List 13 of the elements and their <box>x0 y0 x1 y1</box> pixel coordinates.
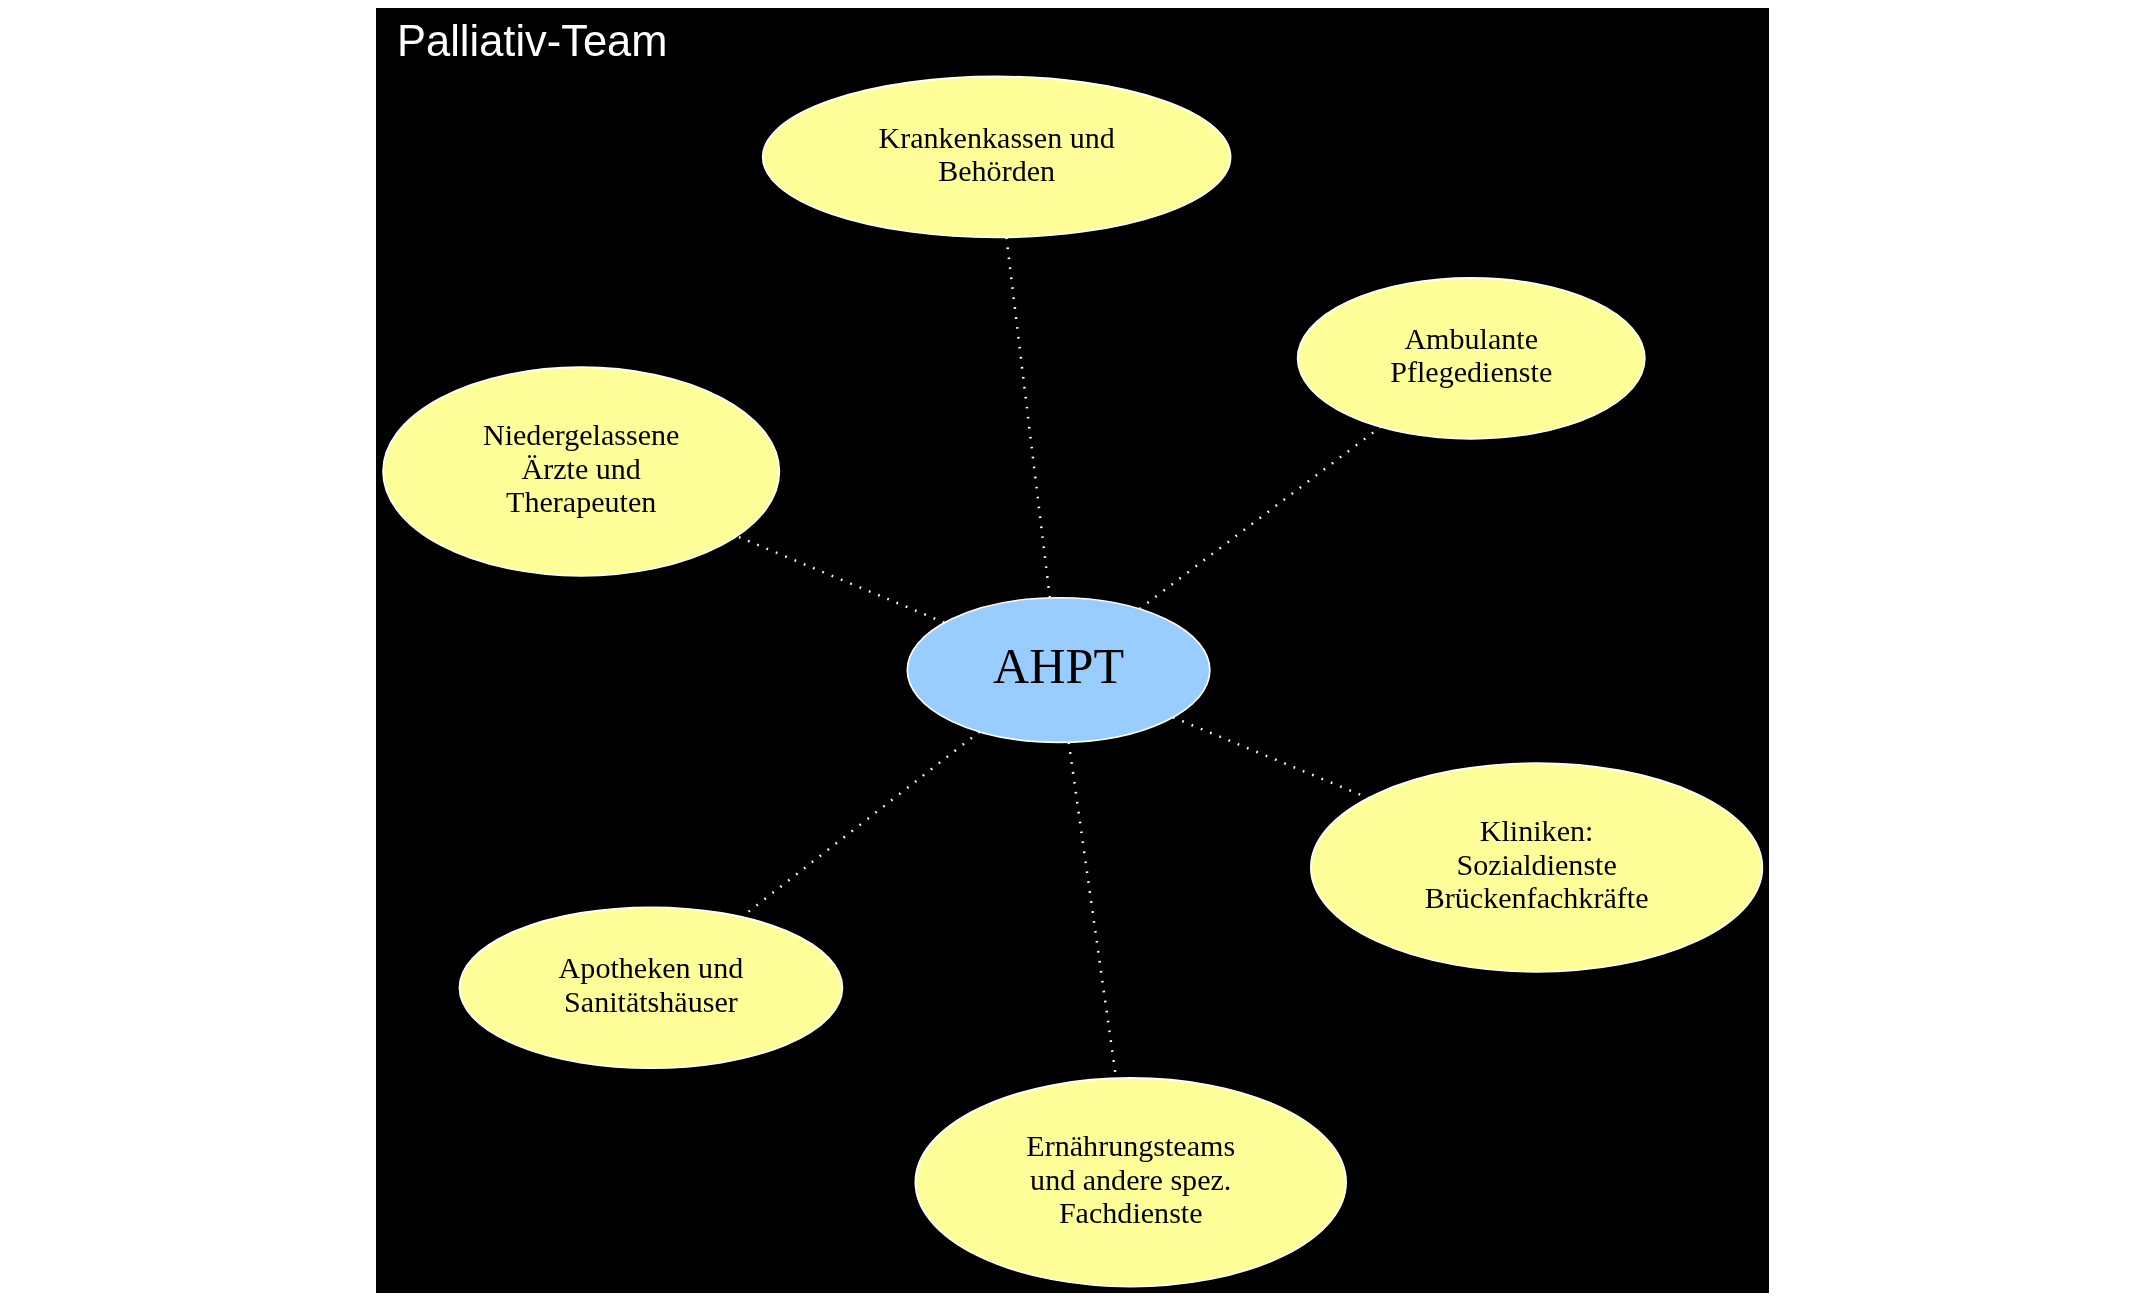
node-ellipse: Krankenkassen und Behörden <box>761 75 1232 239</box>
node-ellipse: Niedergelassene Ärzte und Therapeuten <box>382 366 781 577</box>
node-ellipse: Ernährungsteams und andere spez. Fachdienste <box>914 1077 1347 1288</box>
connector <box>1005 237 1052 598</box>
node-ellipse: Ambulante Pflegedienste <box>1296 277 1646 440</box>
node-ellipse: Kliniken: Sozialdienste Brückenfachkräfte <box>1310 762 1764 973</box>
connector <box>741 730 981 918</box>
node-ellipse: AHPT <box>906 596 1211 744</box>
diagram-title: Palliativ-Team <box>397 17 668 66</box>
connector <box>736 535 945 624</box>
node-ellipse: Apotheken und Sanitätshäuser <box>458 906 844 1070</box>
connector <box>1138 426 1382 610</box>
connector <box>1172 716 1369 800</box>
